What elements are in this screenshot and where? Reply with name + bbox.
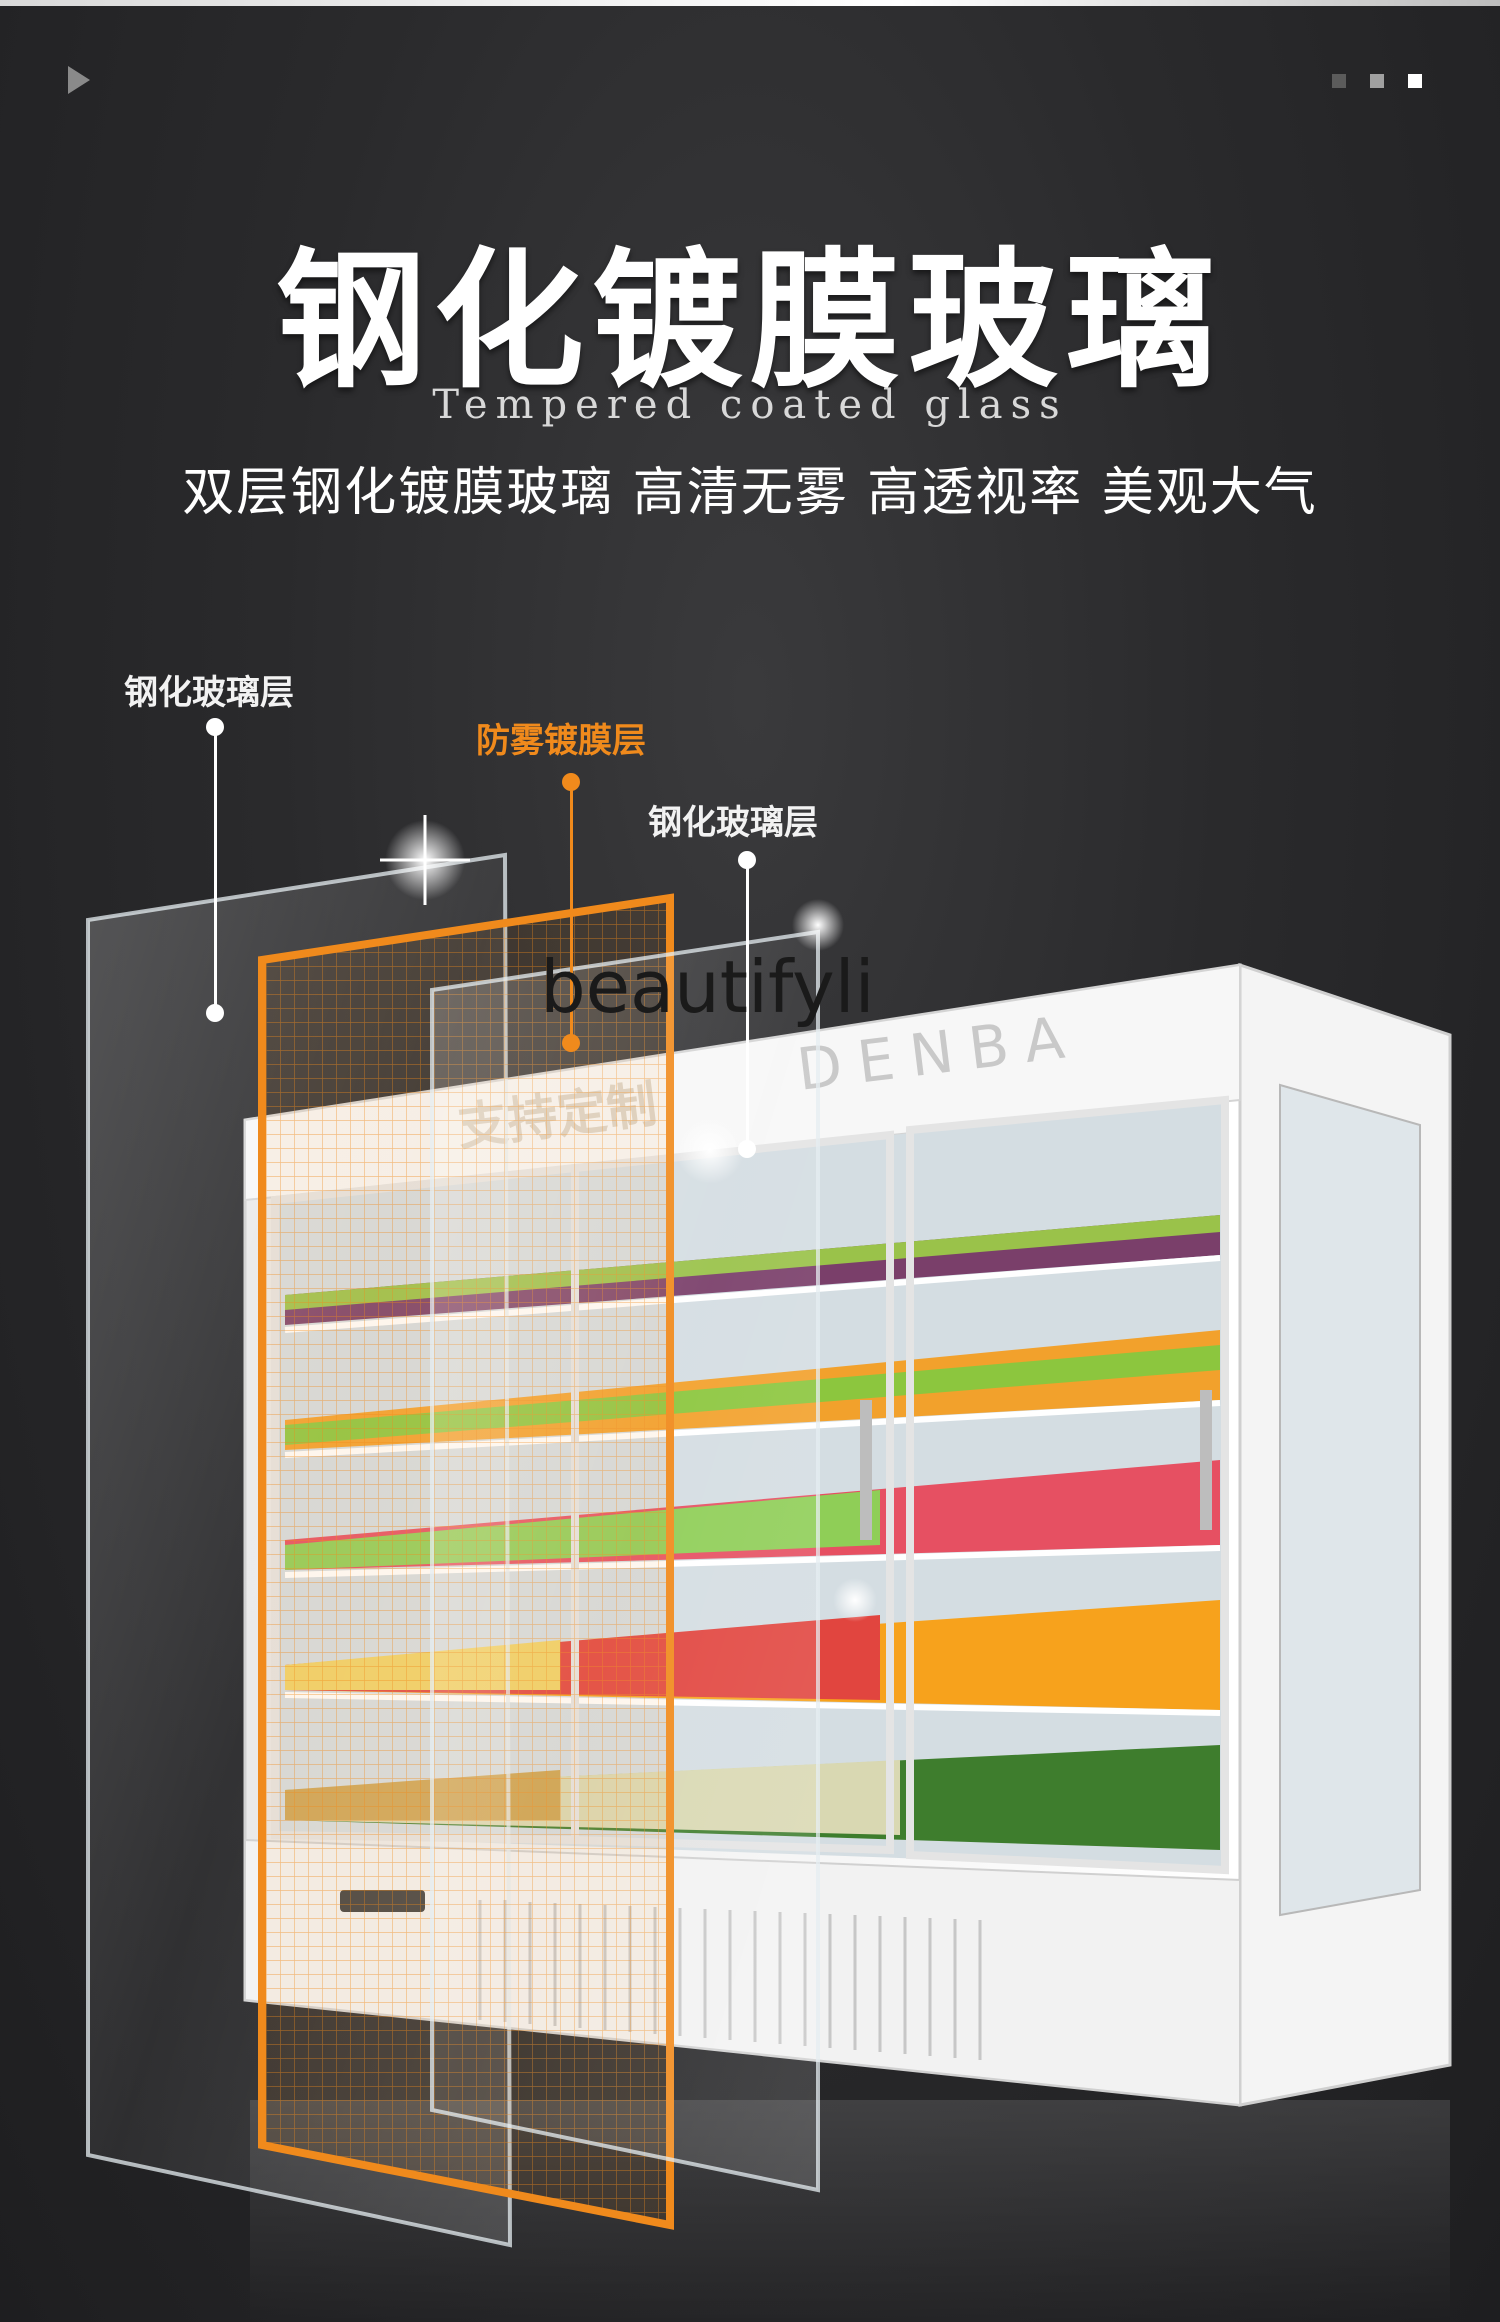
layer-label-tempered-1: 钢化玻璃层 [124, 673, 294, 713]
slide-dot-1[interactable] [1332, 74, 1346, 88]
slide-dot-3[interactable] [1408, 74, 1422, 88]
sparkle-effects [380, 815, 877, 1622]
watermark: beautifyli [540, 945, 875, 1029]
callout-dot [562, 1034, 580, 1052]
glass-layer-3 [430, 929, 820, 2193]
subtitle-english: Tempered coated glass [432, 382, 1068, 428]
callout-dot [206, 718, 224, 736]
callout-line-1 [214, 725, 217, 1013]
callout-dot [206, 1004, 224, 1022]
callout-dot [738, 851, 756, 869]
slide-dot-2[interactable] [1370, 74, 1384, 88]
callout-dot [738, 1140, 756, 1158]
layer-label-antifog: 防雾镀膜层 [476, 721, 646, 761]
page-title: 钢化镀膜玻璃 [275, 235, 1224, 409]
callout-line-2 [570, 780, 573, 1042]
slide-indicator-dots[interactable] [1332, 74, 1422, 88]
subtitle-chinese: 双层钢化镀膜玻璃 高清无雾 高透视率 美观大气 [182, 463, 1318, 523]
door-handle [1200, 1390, 1212, 1530]
door-handle [860, 1400, 872, 1540]
layer-label-tempered-2: 钢化玻璃层 [648, 803, 818, 843]
play-icon[interactable] [68, 66, 90, 94]
callout-line-3 [746, 858, 749, 1148]
callout-dot [562, 773, 580, 791]
top-border [0, 0, 1500, 6]
